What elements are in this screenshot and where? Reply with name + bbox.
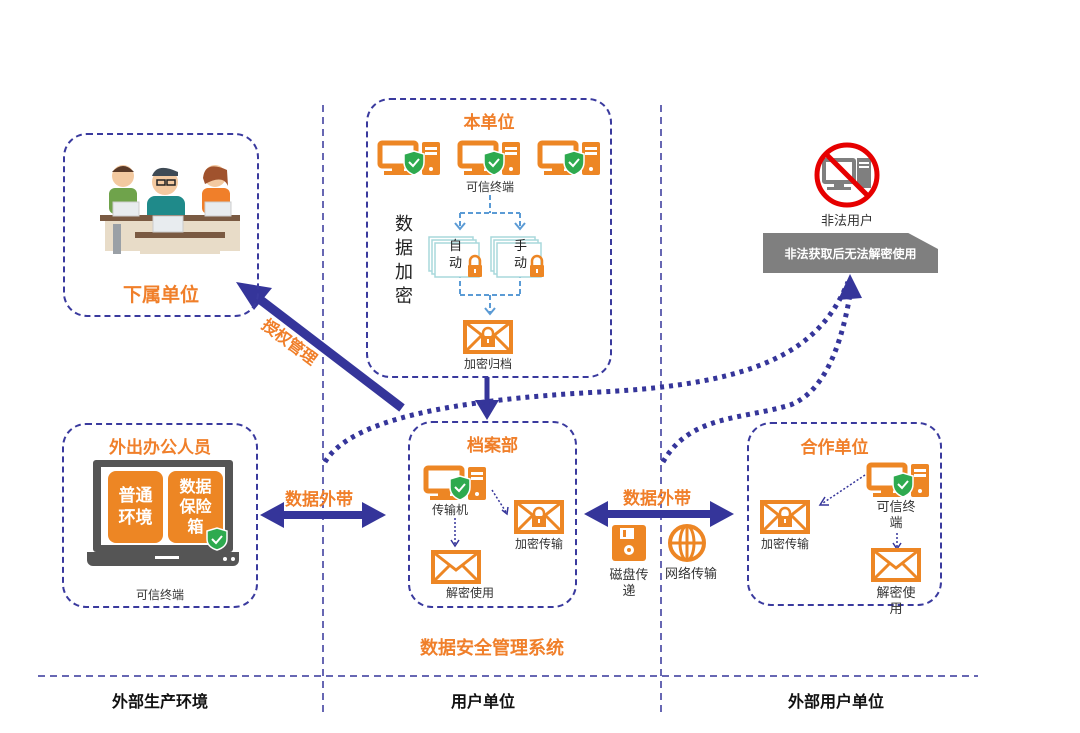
floppy-disk-icon [612,525,646,561]
archive-encrypted-transfer-label: 加密传输 [514,537,563,551]
leak-arrowhead [838,274,862,300]
headquarters-title: 本单位 [463,113,515,133]
encrypted-transfer-envelope-icon [514,500,564,534]
auto-label: 自 动 [449,239,463,271]
partner-encrypted-transfer-label: 加密传输 [760,537,809,551]
archive-dept-title: 档案部 [467,436,518,456]
system-title: 数据安全管理系统 [420,638,564,659]
partner-encrypted-envelope-icon [760,500,810,534]
zone-label-user-unit: 用户单位 [450,692,515,711]
partner-decrypt-envelope-icon [871,548,921,582]
partner-terminal-label: 可信终 端 [876,500,916,531]
data-out-left-arrow [260,502,386,528]
network-transfer-label: 网络传输 [664,567,717,582]
hq-terminals-label: 可信终端 [465,180,514,194]
trusted-pc-icon [457,140,520,176]
leak-path-1 [322,281,851,464]
office-workers-illustration [100,165,240,254]
partner-box [747,422,942,606]
encrypted-archive-envelope-icon [463,320,513,354]
normal-environment-panel: 普通环境 [108,471,163,543]
transfer-pc-icon [423,465,486,501]
auto-encrypt-doc-icon [428,236,482,278]
decrypt-use-envelope-icon [431,550,481,584]
subordinate-unit-box [63,133,259,317]
archive-down-arrow [475,377,499,420]
remote-terminal-label: 可信终端 [135,588,184,602]
globe-network-icon [668,524,706,562]
archive-decrypt-use-label: 解密使用 [445,586,494,600]
zone-label-external-production: 外部生产环境 [111,692,208,711]
trusted-pc-icon [537,140,600,176]
archive-flow-arrows [450,489,509,548]
partner-flow-arrows [818,474,902,551]
partner-trusted-pc-icon [866,462,929,498]
data-out-left-label: 数据外带 [285,490,353,510]
encrypted-archive-label: 加密归档 [463,357,512,371]
manual-encrypt-doc-icon [490,236,544,278]
data-out-right-arrow [584,501,734,527]
partner-decrypt-use-label: 解密使 用 [876,586,916,617]
forbidden-pc-icon [814,142,880,208]
transfer-pc-label: 传输机 [431,503,468,517]
data-out-right-label: 数据外带 [623,489,691,509]
zone-label-external-user-unit: 外部用户单位 [787,692,884,711]
partner-title: 合作单位 [800,438,869,458]
remote-staff-title: 外出办公人员 [109,438,211,458]
shield-check-icon [206,527,228,551]
subordinate-unit-title: 下属单位 [122,284,199,306]
manual-label: 手 动 [514,239,528,271]
illegal-user-label: 非法用户 [820,214,873,229]
leak-path-2 [660,281,855,464]
disk-transfer-label: 磁盘传 递 [609,568,649,599]
archive-dept-box [408,421,577,608]
headquarters-box [366,98,612,378]
remote-staff-box [62,423,258,608]
data-encryption-vertical-label: 数 据 加 密 [395,214,413,307]
illegal-user-banner: 非法获取后无法解密使用 [763,233,938,273]
trusted-pc-icon [377,140,440,176]
